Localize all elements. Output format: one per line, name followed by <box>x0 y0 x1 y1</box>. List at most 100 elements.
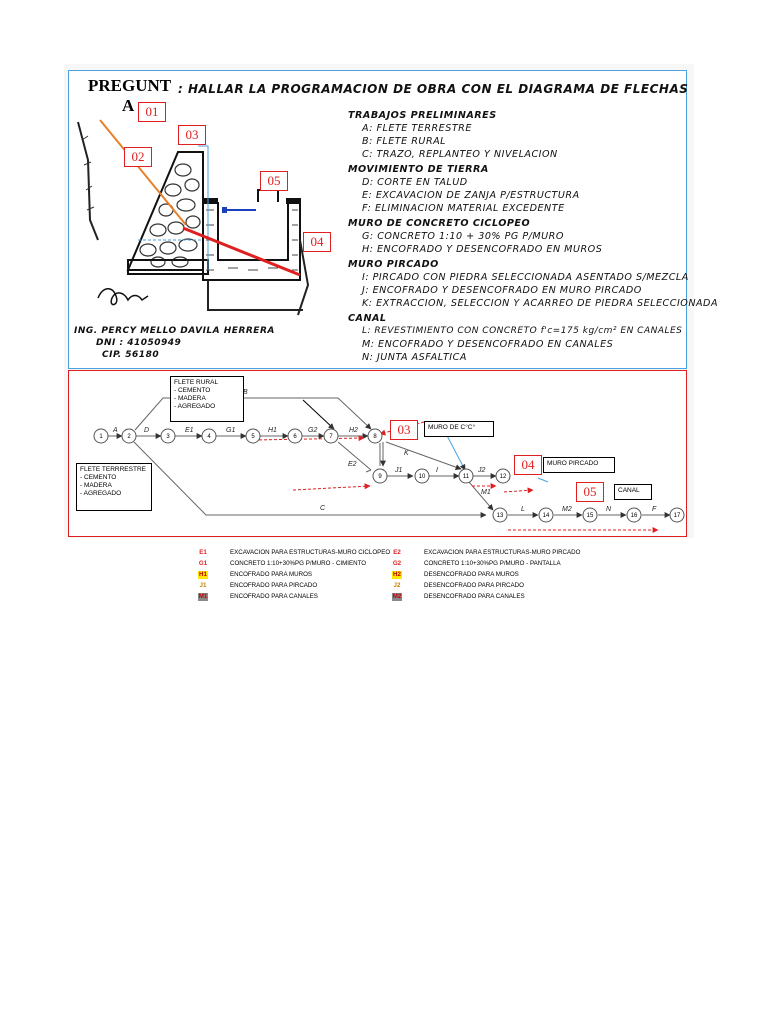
callout-flete-terrestre: FLETE TERRRESTRE - CEMENTO - MADERA - AG… <box>76 463 152 511</box>
edge-label-h1: H1 <box>268 427 277 434</box>
question-text: : HALLAR LA PROGRAMACION DE OBRA CON EL … <box>178 82 689 96</box>
edge-label-j2: J2 <box>477 467 486 474</box>
edge-label-e1: E1 <box>185 427 194 434</box>
edge-label-m2: M2 <box>562 506 572 513</box>
edge-label-f: F <box>652 506 657 513</box>
legend-code: J1 <box>199 582 207 589</box>
edge-label-j1: J1 <box>394 467 403 474</box>
legend-desc: ENCOFRADO PARA MUROS <box>230 571 313 578</box>
marker-04: 04 <box>303 232 331 252</box>
diagram-marker-04: 04 <box>514 455 542 475</box>
edge-label-a: A <box>112 427 118 434</box>
legend-code: M1 <box>198 593 208 601</box>
callout-canal: CANAL <box>614 484 652 500</box>
legend-desc: ENCOFRADO PARA CANALES <box>230 593 318 600</box>
title-box: PREGUNT A <box>84 72 180 118</box>
legend-desc: CONCRETO 1:10+30%PG P/MURO - PANTALLA <box>424 560 561 567</box>
section-heading: MURO DE CONCRETO CICLOPEO <box>348 218 531 229</box>
marker-05: 05 <box>260 171 288 191</box>
node-6: 6 <box>293 434 297 440</box>
legend-code: E1 <box>199 549 207 556</box>
callout-title: FLETE TERRRESTRE <box>80 466 146 473</box>
callout-item: - AGREGADO <box>174 403 216 410</box>
node-10: 10 <box>419 474 426 480</box>
activity-item: F: ELIMINACION MATERIAL EXCEDENTE <box>362 203 565 214</box>
legend-item-h2: H2 DESENCOFRADO PARA MUROS <box>392 570 519 580</box>
wall-section-drawing <box>77 119 310 316</box>
edge-label-n: N <box>606 506 612 513</box>
activity-item: C: TRAZO, REPLANTEO Y NIVELACION <box>362 149 558 160</box>
legend-item-g2: G2 CONCRETO 1:10+30%PG P/MURO - PANTALLA <box>392 559 561 569</box>
legend-desc: EXCAVACION PARA ESTRUCTURAS-MURO CICLOPE… <box>230 549 391 556</box>
activity-item: L: REVESTIMIENTO CON CONCRETO f'c=175 kg… <box>362 326 683 336</box>
activity-item: H: ENCOFRADO Y DESENCOFRADO EN MUROS <box>362 244 603 255</box>
section-heading: CANAL <box>348 313 387 324</box>
node-12: 12 <box>500 474 507 480</box>
marker-03: 03 <box>178 125 206 145</box>
legend-item-g1: G1 CONCRETO 1:10+30%PG P/MURO - CIMIENTO <box>198 559 366 569</box>
edge-label-g1: G1 <box>226 427 235 434</box>
legend-code: G1 <box>198 560 208 567</box>
title-line-2: A <box>122 96 135 115</box>
activity-item: G: CONCRETO 1:10 + 30% PG P/MURO <box>362 231 564 242</box>
title-line-1: PREGUNT <box>88 76 172 95</box>
edge-label-h2: H2 <box>349 427 358 434</box>
edge-label-k: K <box>404 450 409 457</box>
node-7: 7 <box>329 434 333 440</box>
edge-label-g2: G2 <box>308 427 317 434</box>
node-4: 4 <box>207 434 211 440</box>
callout-flete-rural: FLETE RURAL - CEMENTO - MADERA - AGREGAD… <box>170 376 244 422</box>
node-3: 3 <box>166 434 170 440</box>
legend-code: H2 <box>392 571 402 579</box>
legend-code: M2 <box>392 593 402 601</box>
edge-label-l: L <box>521 506 525 513</box>
node-1: 1 <box>99 434 103 440</box>
legend-item-j1: J1 ENCOFRADO PARA PIRCADO <box>198 581 318 591</box>
edge-label-c: C <box>320 505 326 512</box>
node-2: 2 <box>127 434 131 440</box>
legend-desc: DESENCOFRADO PARA MUROS <box>424 571 519 578</box>
diagram-marker-05: 05 <box>576 482 604 502</box>
edge-label-d: D <box>144 427 149 434</box>
legend-code: G2 <box>392 560 402 567</box>
node-17: 17 <box>674 513 681 519</box>
callout-item: - CEMENTO <box>174 387 211 394</box>
node-14: 14 <box>543 513 550 519</box>
section-heading: MOVIMIENTO DE TIERRA <box>348 164 489 175</box>
edge-label-e2: E2 <box>348 461 357 468</box>
legend-desc: DESENCOFRADO PARA PIRCADO <box>424 582 524 589</box>
legend-code: J2 <box>393 582 401 589</box>
legend-desc: CONCRETO 1:10+30%PG P/MURO - CIMIENTO <box>230 560 367 567</box>
engineer-cip: CIP. 56180 <box>102 350 160 360</box>
activity-item: E: EXCAVACION DE ZANJA P/ESTRUCTURA <box>362 190 580 201</box>
node-11: 11 <box>463 474 470 480</box>
edge-label-m1: M1 <box>481 489 491 496</box>
activity-item: I: PIRCADO CON PIEDRA SELECCIONADA ASENT… <box>362 272 689 283</box>
activity-item: B: FLETE RURAL <box>362 136 447 147</box>
activity-item: D: CORTE EN TALUD <box>362 177 468 188</box>
diagram-marker-03: 03 <box>390 420 418 440</box>
callout-item: - AGREGADO <box>80 490 122 497</box>
node-9: 9 <box>378 474 382 480</box>
node-13: 13 <box>497 513 504 519</box>
engineer-dni: DNI : 41050949 <box>96 338 182 348</box>
activity-item: M: ENCOFRADO Y DESENCOFRADO EN CANALES <box>362 339 614 350</box>
legend-desc: ENCOFRADO PARA PIRCADO <box>230 582 318 589</box>
legend-item-m1: M1 ENCOFRADO PARA CANALES <box>198 592 318 602</box>
edge-label-b: B <box>243 389 248 396</box>
marker-01: 01 <box>138 102 166 122</box>
callout-item: - MADERA <box>80 482 112 489</box>
node-5: 5 <box>251 434 255 440</box>
marker-02: 02 <box>124 147 152 167</box>
section-heading: TRABAJOS PRELIMINARES <box>348 110 497 121</box>
legend-code: E2 <box>393 549 401 556</box>
legend-desc: DESENCOFRADO PARA CANALES <box>424 593 525 600</box>
node-16: 16 <box>631 513 638 519</box>
node-15: 15 <box>587 513 594 519</box>
arrow-diagram-panel <box>68 370 687 537</box>
legend-item-e1: E1 EXCAVACION PARA ESTRUCTURAS-MURO CICLO… <box>198 548 390 558</box>
activity-item: A: FLETE TERRESTRE <box>362 123 472 134</box>
legend-code: H1 <box>198 571 208 579</box>
node-8: 8 <box>373 434 377 440</box>
